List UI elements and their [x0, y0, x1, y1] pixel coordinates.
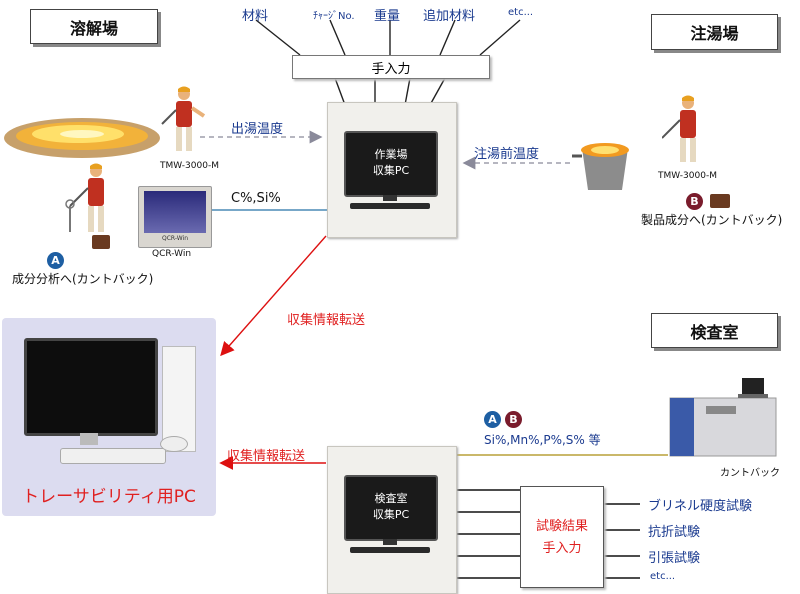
badge-a-inspection: A	[484, 411, 501, 428]
tmw-right-label: TMW-3000-M	[658, 171, 717, 181]
traceability-pc-panel: トレーサビリティ用PC	[2, 318, 216, 516]
tap-temperature-label: 出湯温度	[231, 122, 284, 137]
work-pc-panel: 作業場 収集PC	[327, 102, 457, 238]
work-pc-keyboard	[350, 203, 430, 209]
to-product-label: 製品成分へ(カントバック)	[641, 213, 783, 227]
pouring-area-label: 注湯場	[651, 14, 778, 50]
spectrometer-image	[666, 376, 782, 462]
test-tensile: 引張試験	[648, 551, 701, 566]
traceability-pc-tower	[162, 346, 196, 452]
traceability-pc-keyboard	[60, 448, 166, 464]
molten-metal-ladle-image	[2, 112, 162, 162]
inspection-pc-screen-line1: 検査室	[374, 492, 408, 505]
work-pc-stand	[383, 195, 397, 201]
tmw-left-label: TMW-3000-M	[160, 161, 219, 171]
test-result-line1: 試験結果	[535, 519, 588, 534]
test-result-line2: 手入力	[542, 541, 582, 556]
badge-b-pouring: B	[686, 193, 703, 210]
manual-input-bar: 手入力	[292, 55, 490, 79]
traceability-pc-label: トレーサビリティ用PC	[22, 487, 196, 507]
sample-device-left-icon	[92, 235, 110, 249]
worker-figure-left-top	[160, 86, 210, 158]
test-brinell: ブリネル硬度試験	[648, 499, 753, 514]
input-etc: etc...	[508, 7, 534, 18]
badge-a-melting: A	[47, 252, 64, 269]
work-pc-screen-line1: 作業場	[374, 148, 408, 161]
work-pc-screen-line2: 収集PC	[372, 164, 410, 177]
transfer-label-upper: 収集情報転送	[287, 313, 366, 328]
elements-label: Si%,Mn%,P%,S% 等	[484, 433, 601, 447]
inspection-pc-stand	[383, 539, 397, 545]
sample-device-right-icon	[710, 194, 730, 208]
input-material: 材料	[242, 9, 269, 24]
transfer-label-lower: 収集情報転送	[227, 449, 306, 464]
qcr-win-screen-caption: QCR-Win	[161, 235, 189, 242]
input-additional-material: 追加材料	[423, 9, 476, 24]
input-weight: 重量	[374, 9, 401, 24]
worker-figure-left-bottom	[62, 162, 114, 242]
pouring-ladle-image	[572, 138, 638, 196]
mouse-icon	[160, 436, 188, 452]
spectrometer-label: カントバック	[720, 468, 780, 479]
inspection-pc-panel: 検査室 収集PC	[327, 446, 457, 594]
traceability-pc-stand	[80, 433, 98, 445]
test-result-box: 試験結果 手入力	[520, 486, 604, 588]
carbon-silicon-label: C%,Si%	[231, 191, 281, 206]
qcr-win-monitor: QCR-Win	[138, 186, 212, 248]
qcr-win-label: QCR-Win	[152, 249, 192, 259]
inspection-pc-keyboard	[350, 547, 430, 553]
melting-area-label: 溶解場	[30, 9, 158, 44]
inspection-pc-monitor: 検査室 収集PC	[344, 475, 438, 541]
qcr-win-screen	[144, 191, 206, 233]
test-transverse: 抗折試験	[648, 525, 701, 540]
input-charge-no: ﾁｬｰｼﾞNo.	[313, 11, 355, 22]
inspection-room-label: 検査室	[651, 313, 778, 348]
to-analysis-label: 成分分析へ(カントバック)	[12, 272, 154, 286]
work-pc-monitor: 作業場 収集PC	[344, 131, 438, 197]
badge-b-inspection: B	[505, 411, 522, 428]
traceability-pc-monitor	[24, 338, 158, 436]
inspection-pc-screen-line2: 収集PC	[372, 508, 410, 521]
pre-pour-temperature-label: 注湯前温度	[474, 147, 540, 162]
test-etc: etc...	[650, 571, 676, 582]
worker-figure-right	[661, 94, 706, 168]
